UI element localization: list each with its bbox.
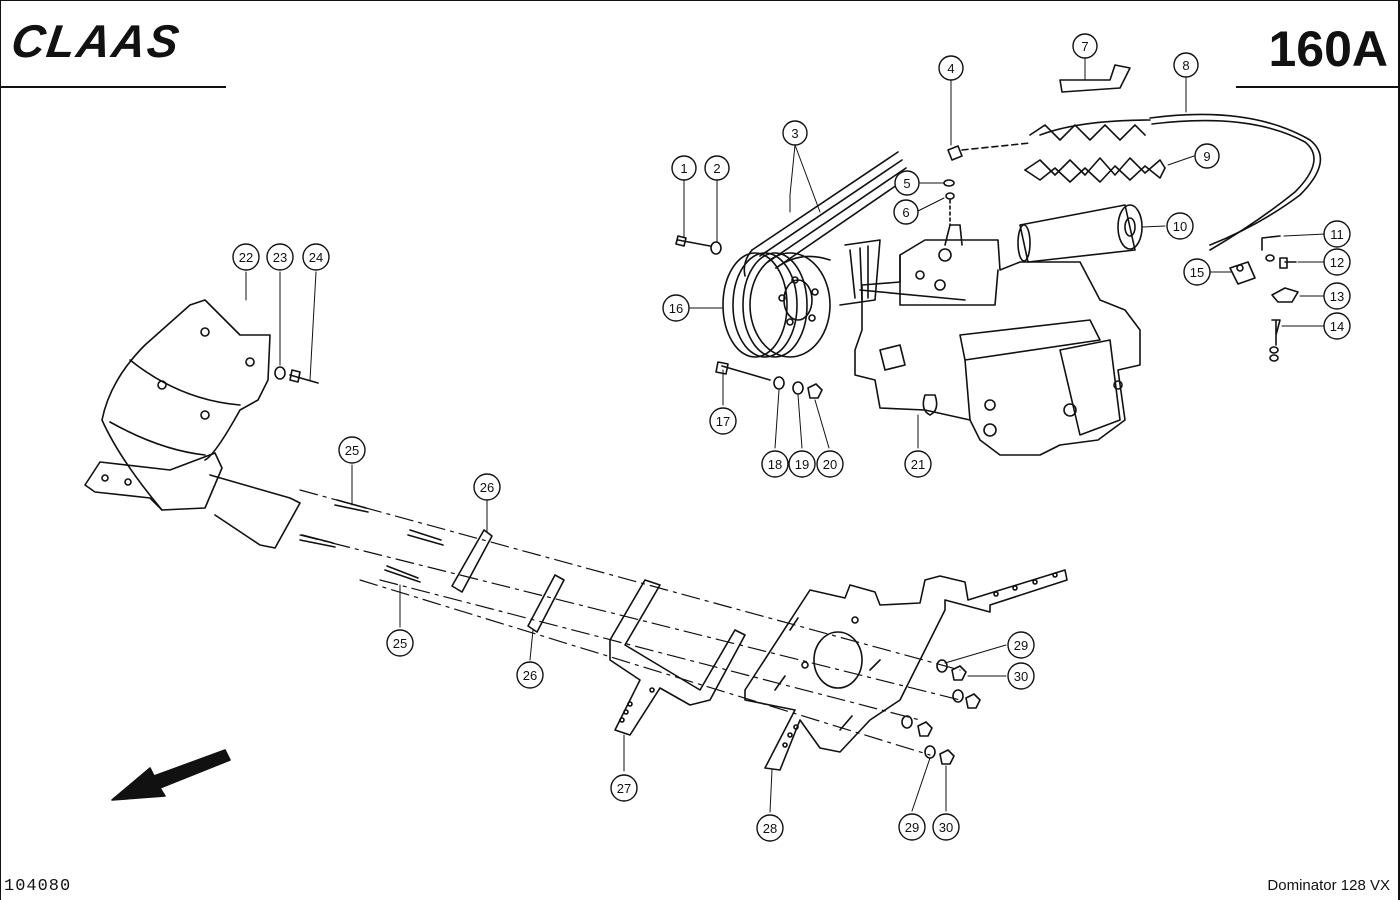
callout-label: 5 [903,176,910,191]
direction-arrow [111,749,231,801]
callout-label: 29 [1014,638,1028,653]
page-number-rule [1236,86,1400,88]
callout-label: 4 [947,61,954,76]
callout: 22 [232,243,260,271]
callout: 16 [662,294,690,322]
callout-label: 30 [939,820,953,835]
strap-26-lower [527,574,565,633]
callout: 25 [338,436,366,464]
callout: 5 [894,170,920,196]
small-hardware [1229,235,1299,362]
callout-label: 3 [791,126,798,141]
callout: 20 [816,450,844,478]
callout-label: 27 [617,781,631,796]
callout-label: 21 [911,457,925,472]
callout-label: 12 [1330,255,1344,270]
callout: 29 [898,813,926,841]
alignment-lines [299,489,961,756]
callout-label: 25 [393,636,407,651]
callout: 18 [761,450,789,478]
callout-label: 30 [1014,669,1028,684]
bracket-7 [1059,64,1131,93]
callout: 17 [709,407,737,435]
callout: 28 [756,814,784,842]
nuts-washers [901,659,981,765]
callout-label: 16 [669,301,683,316]
pulley [722,239,881,358]
callout: 1 [671,155,697,181]
callout: 8 [1173,52,1199,78]
callout-label: 28 [763,821,777,836]
rubber-boot [1024,157,1166,183]
callout-label: 29 [905,820,919,835]
callout: 9 [1194,143,1220,169]
callout: 30 [932,813,960,841]
callout: 4 [938,55,964,81]
frame-right [1398,0,1400,900]
model-name: Dominator 128 VX [1267,877,1390,894]
callout: 14 [1323,312,1351,340]
callout-label: 13 [1330,289,1344,304]
callout-label: 1 [680,161,687,176]
callout: 3 [782,120,808,146]
callout-label: 11 [1330,227,1344,242]
page-number: 160A [1268,21,1388,77]
document-id: 104080 [4,877,72,896]
studs [209,474,444,583]
callout: 13 [1323,282,1351,310]
callout-label: 8 [1182,58,1189,73]
mounting-plate-28 [744,569,1068,771]
grease-fitting [943,142,1031,226]
callout: 29 [1007,631,1035,659]
hydraulic-pump [854,224,1141,456]
callout: 7 [1072,33,1098,59]
mounting-bracket-22 [84,299,319,511]
callout-label: 26 [523,668,537,683]
callout-label: 17 [716,414,730,429]
bolts-washers [675,235,823,399]
callout-label: 6 [902,205,909,220]
callout-label: 19 [795,457,809,472]
leader-lines [245,57,1326,813]
callout: 10 [1166,212,1194,240]
frame-top [0,0,1400,1]
callout-label: 7 [1081,39,1088,54]
callout-label: 26 [480,480,494,495]
callout: 21 [904,450,932,478]
callout-label: 18 [768,457,782,472]
callout: 26 [516,661,544,689]
strap-26-upper [451,529,493,593]
callout: 30 [1007,662,1035,690]
v-belts [743,151,911,277]
callout-label: 14 [1330,319,1344,334]
brand-rule [0,86,226,88]
callouts: 1 2 3 4 5 6 7 8 9 10 11 12 13 14 15 16 1… [232,33,1351,842]
callout: 25 [386,629,414,657]
callout: 15 [1183,258,1211,286]
control-cable [1029,113,1322,251]
callout: 6 [893,199,919,225]
callout-label: 22 [239,250,253,265]
filter-canister [1017,204,1143,263]
callout-label: 24 [309,250,323,265]
callout-label: 20 [823,457,837,472]
callout: 11 [1323,220,1351,248]
callout: 27 [610,774,638,802]
callout-label: 25 [345,443,359,458]
frame-left [0,0,1,900]
callout-label: 15 [1190,265,1204,280]
callout: 2 [704,155,730,181]
callout: 26 [473,473,501,501]
callout-label: 10 [1173,219,1187,234]
callout-label: 23 [273,250,287,265]
callout: 23 [266,243,294,271]
callout-label: 2 [713,161,720,176]
callout-label: 9 [1203,149,1210,164]
callout: 24 [302,243,330,271]
callout: 19 [788,450,816,478]
callout: 12 [1323,248,1351,276]
bracket-27 [609,579,746,736]
